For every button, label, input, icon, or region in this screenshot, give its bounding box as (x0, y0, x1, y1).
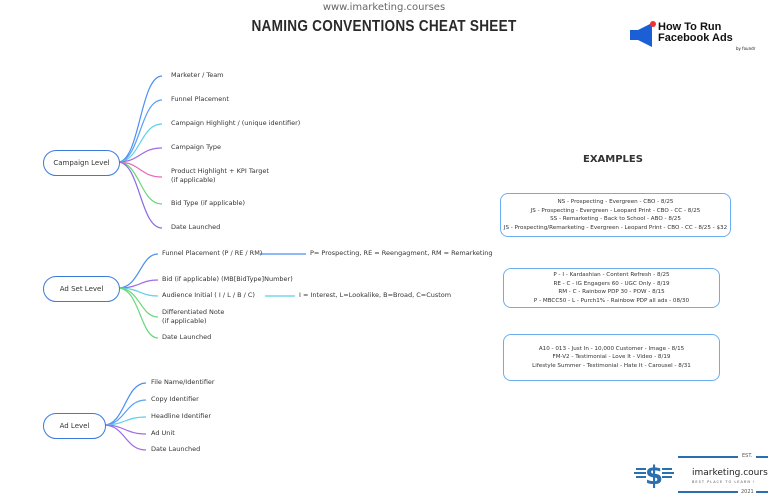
example-line: P - MBCC50 - L - Purch1% - Rainbow PDP a… (533, 297, 690, 304)
megaphone-icon (630, 21, 656, 47)
ad-item: Copy Identifier (151, 395, 199, 403)
footer-year: 2021 (741, 489, 754, 495)
examples-title: EXAMPLES (583, 154, 643, 165)
footer-tagline: BEST PLACE TO LEARN ! (692, 480, 756, 484)
example-line: Lifestyle Summer - Testimonial - Hate It… (532, 362, 691, 369)
ad-level-node: Ad Level (43, 413, 106, 439)
dollar-logo-icon: $ (634, 456, 768, 493)
campaign-item: Campaign Highlight / (unique identifier) (171, 119, 301, 127)
example-line: FM-V2 - Testimonial - Love It - Video - … (552, 354, 671, 361)
logo-line-1: How To Run (658, 21, 722, 33)
example-line: A10 - 013 - Just In - 10,000 Customer - … (538, 345, 685, 352)
adset-item-note: (if applicable) (162, 317, 207, 325)
campaign-examples-box: NS - Prospecting - Evergreen - CBO - 8/2… (500, 193, 731, 237)
example-line: RM - C - Rainbow PDP 30 - POW - 8/15 (558, 289, 665, 295)
example-line: RE - C - IG Engagers 60 - UGC Only - 8/1… (553, 280, 670, 287)
example-line: SS - Remarketing - Back to School - ABO … (550, 216, 681, 222)
example-line: JS - Prospecting - Evergreen - Leopard P… (530, 207, 701, 214)
ad-item: Date Launched (151, 445, 201, 453)
campaign-item: Marketer / Team (171, 71, 224, 79)
campaign-item: Campaign Type (171, 143, 222, 151)
adset-item: Differentiated Note (162, 308, 225, 316)
footer-logo: $ EST. imarketing.courses BEST PLACE TO … (632, 452, 768, 497)
adset-item: Date Launched (162, 333, 212, 341)
ad-item: Headline Identifier (151, 412, 212, 420)
ad-set-level-node: Ad Set Level (43, 276, 120, 302)
adset-examples-box: P - I - Kardashian - Content Refresh - 8… (503, 268, 720, 308)
campaign-item: Funnel Placement (171, 95, 229, 103)
audience-note: I = Interest, L=Lookalike, B=Broad, C=Cu… (299, 291, 452, 299)
ad-examples-box: A10 - 013 - Just In - 10,000 Customer - … (503, 334, 720, 381)
example-line: P - I - Kardashian - Content Refresh - 8… (553, 272, 670, 278)
campaign-item-note: (if applicable) (171, 176, 216, 184)
example-line: NS - Prospecting - Evergreen - CBO - 8/2… (557, 199, 674, 205)
logo-line-2: Facebook Ads (658, 32, 733, 44)
campaign-item: Bid Type (if applicable) (171, 199, 246, 207)
watermark-url: www.imarketing.courses (322, 2, 446, 13)
footer-est: EST. (742, 453, 753, 459)
campaign-item: Date Launched (171, 223, 221, 231)
footer-brand: imarketing.courses (692, 468, 768, 478)
ad-item: Ad Unit (151, 429, 175, 437)
campaign-item: Product Highlight + KPI Target (171, 167, 269, 175)
svg-text:$: $ (645, 461, 663, 491)
page-title: NAMING CONVENTIONS CHEAT SHEET (251, 18, 517, 35)
campaign-level-node: Campaign Level (43, 150, 120, 176)
example-line: JS - Prospecting/Remarketing - Evergreen… (503, 224, 728, 231)
adset-item: Bid (if applicable) (MB[BidType]Number) (162, 275, 293, 283)
adset-item: Audience Initial ( I / L / B / C) (162, 291, 255, 299)
adset-item: Funnel Placement (P / RE / RM) (162, 249, 263, 257)
ad-item: File Name/Identifier (151, 378, 215, 386)
funnel-note: P= Prospecting, RE = Reengagment, RM = R… (310, 249, 493, 257)
logo-sub: by foundr (736, 46, 756, 51)
